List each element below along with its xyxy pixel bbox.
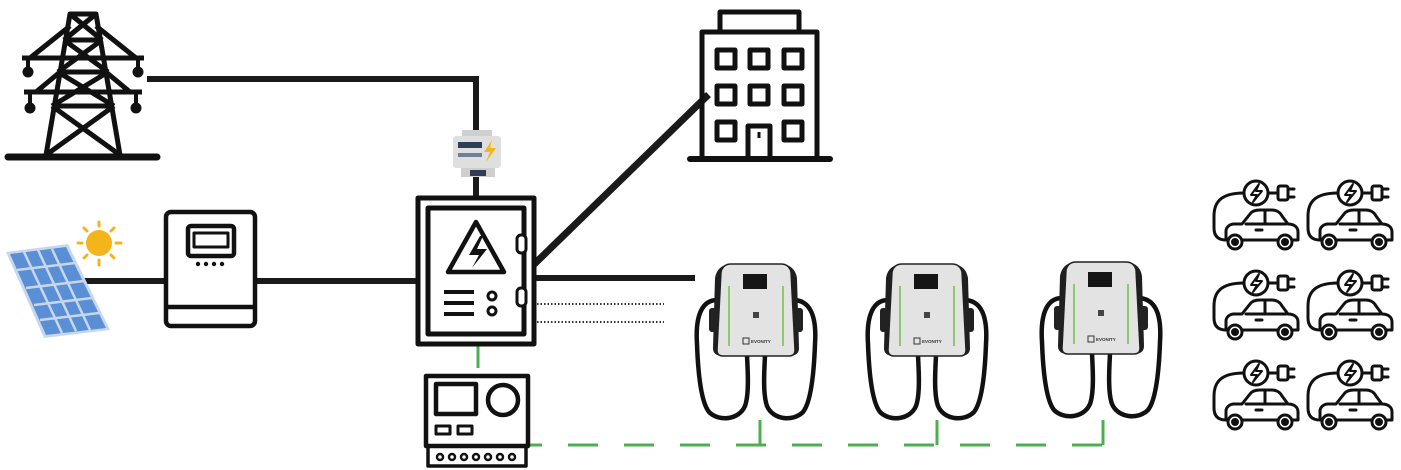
energy-meter-icon [453,130,501,177]
ev-charger-3: EVONITY [1042,262,1161,416]
charger-brand-label: EVONITY [922,339,942,344]
electric-car-icon [1212,359,1300,431]
ev-charger-2: EVONITY [868,264,987,418]
load-controller-icon [423,373,531,468]
solar-panel-icon [6,244,110,338]
electric-car-icon [1306,269,1394,341]
power-lines [81,76,711,284]
charger-brand-label: EVONITY [1096,337,1116,342]
distribution-board-icon [415,195,537,347]
electric-car-icon [1306,179,1394,251]
grid-to-meter-line [147,76,479,135]
sun-icon [76,220,123,267]
ev-charger-1: EVONITY [697,264,816,418]
inverter-icon [163,209,258,329]
building-icon [687,9,833,162]
electric-car-icon [1212,179,1300,251]
electric-car-icon [1212,269,1300,341]
power-tower-icon [4,11,161,161]
board-to-building-line [515,92,711,283]
charger-brand-label: EVONITY [751,339,771,344]
electric-cars [1212,179,1394,431]
electric-car-icon [1306,359,1394,431]
cable-hatching [516,303,664,323]
